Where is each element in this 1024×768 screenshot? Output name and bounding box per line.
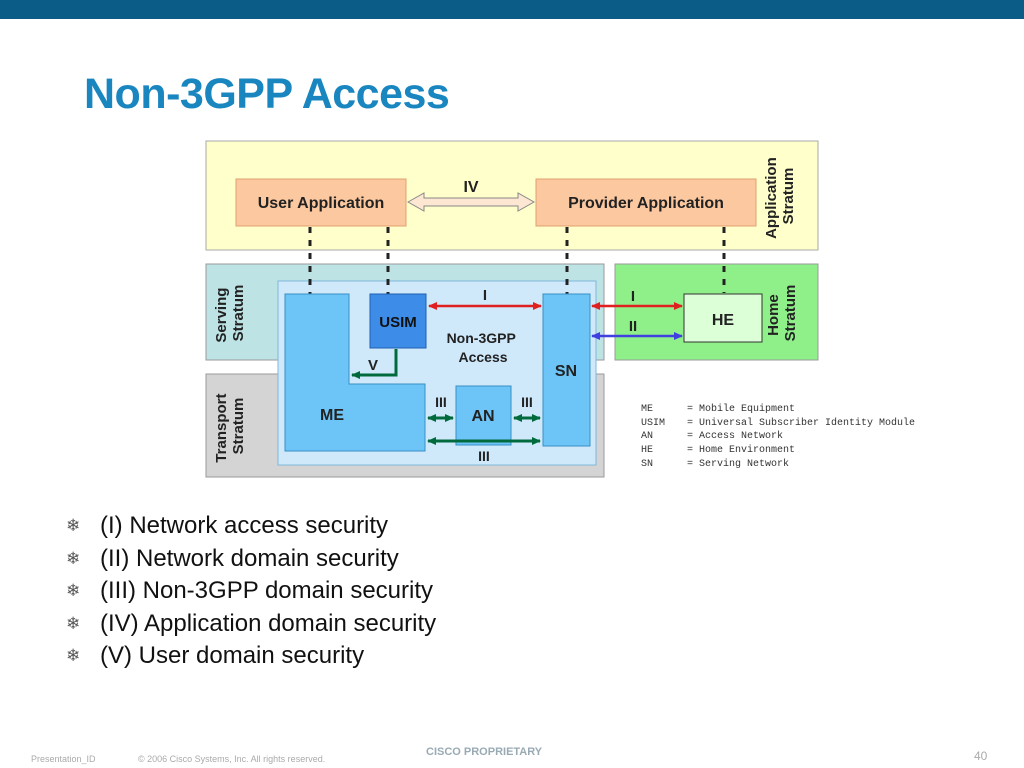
page-number: 40 bbox=[974, 749, 988, 763]
interface-iii-bottom-label: III bbox=[478, 448, 490, 464]
legend-row: SN= Serving Network bbox=[641, 458, 790, 470]
legend: ME= Mobile Equipment USIM= Universal Sub… bbox=[641, 403, 915, 471]
footer-proprietary: CISCO PROPRIETARY bbox=[426, 746, 543, 758]
list-item: ❄(II) Network domain security bbox=[66, 544, 399, 572]
footer-copyright: © 2006 Cisco Systems, Inc. All rights re… bbox=[138, 754, 326, 764]
interface-v-arrow bbox=[351, 349, 398, 379]
sn-label: SN bbox=[555, 363, 577, 380]
user-application-box bbox=[235, 178, 407, 227]
an-node bbox=[455, 385, 512, 446]
list-item: ❄(III) Non-3GPP domain security bbox=[66, 577, 434, 605]
legend-row: USIM= Universal Subscriber Identity Modu… bbox=[641, 417, 916, 429]
an-label: AN bbox=[471, 408, 494, 425]
top-bar bbox=[0, 0, 1024, 19]
he-node bbox=[683, 293, 763, 343]
non-3gpp-access-label: Non-3GPP Access bbox=[447, 330, 520, 365]
interface-iii-right-label: III bbox=[521, 394, 533, 410]
me-label: ME bbox=[320, 407, 344, 424]
transport-stratum-label: Transport Stratum bbox=[213, 389, 247, 462]
slide-title: Non-3GPP Access bbox=[84, 70, 450, 118]
footer-presentation-id: Presentation_ID bbox=[31, 754, 96, 764]
legend-row: AN= Access Network bbox=[641, 431, 784, 443]
snowflake-icon: ❄ bbox=[66, 581, 81, 601]
sn-node bbox=[542, 293, 591, 447]
serving-stratum-label: Serving Stratum bbox=[213, 283, 247, 342]
snowflake-icon: ❄ bbox=[66, 613, 81, 633]
snowflake-icon: ❄ bbox=[66, 548, 81, 568]
provider-application-label: Provider Application bbox=[568, 195, 724, 212]
snowflake-icon: ❄ bbox=[66, 646, 81, 666]
application-stratum-label: Application Stratum bbox=[763, 153, 797, 239]
interface-iv-arrow bbox=[406, 192, 536, 212]
provider-application-box bbox=[535, 178, 757, 227]
interface-iv-label: IV bbox=[463, 179, 478, 196]
interface-iii-left-label: III bbox=[435, 394, 447, 410]
he-label: HE bbox=[712, 312, 735, 329]
snowflake-icon: ❄ bbox=[66, 516, 81, 536]
interface-v-label: V bbox=[368, 357, 378, 374]
usim-node bbox=[369, 293, 427, 349]
security-domain-list: ❄(I) Network access security ❄(II) Netwo… bbox=[66, 510, 436, 673]
me-node bbox=[284, 293, 426, 452]
interface-i-sn-he-label: I bbox=[631, 288, 635, 305]
home-stratum-label: Home Stratum bbox=[765, 285, 799, 342]
interface-ii-label: II bbox=[629, 318, 637, 335]
list-item: ❄(V) User domain security bbox=[66, 642, 365, 670]
user-application-label: User Application bbox=[258, 195, 385, 212]
legend-row: HE= Home Environment bbox=[641, 445, 796, 457]
interface-i-usim-sn-label: I bbox=[483, 287, 487, 304]
list-item: ❄(IV) Application domain security bbox=[66, 609, 437, 637]
list-item: ❄(I) Network access security bbox=[66, 512, 389, 540]
usim-label: USIM bbox=[379, 314, 417, 331]
legend-row: ME= Mobile Equipment bbox=[641, 404, 796, 415]
